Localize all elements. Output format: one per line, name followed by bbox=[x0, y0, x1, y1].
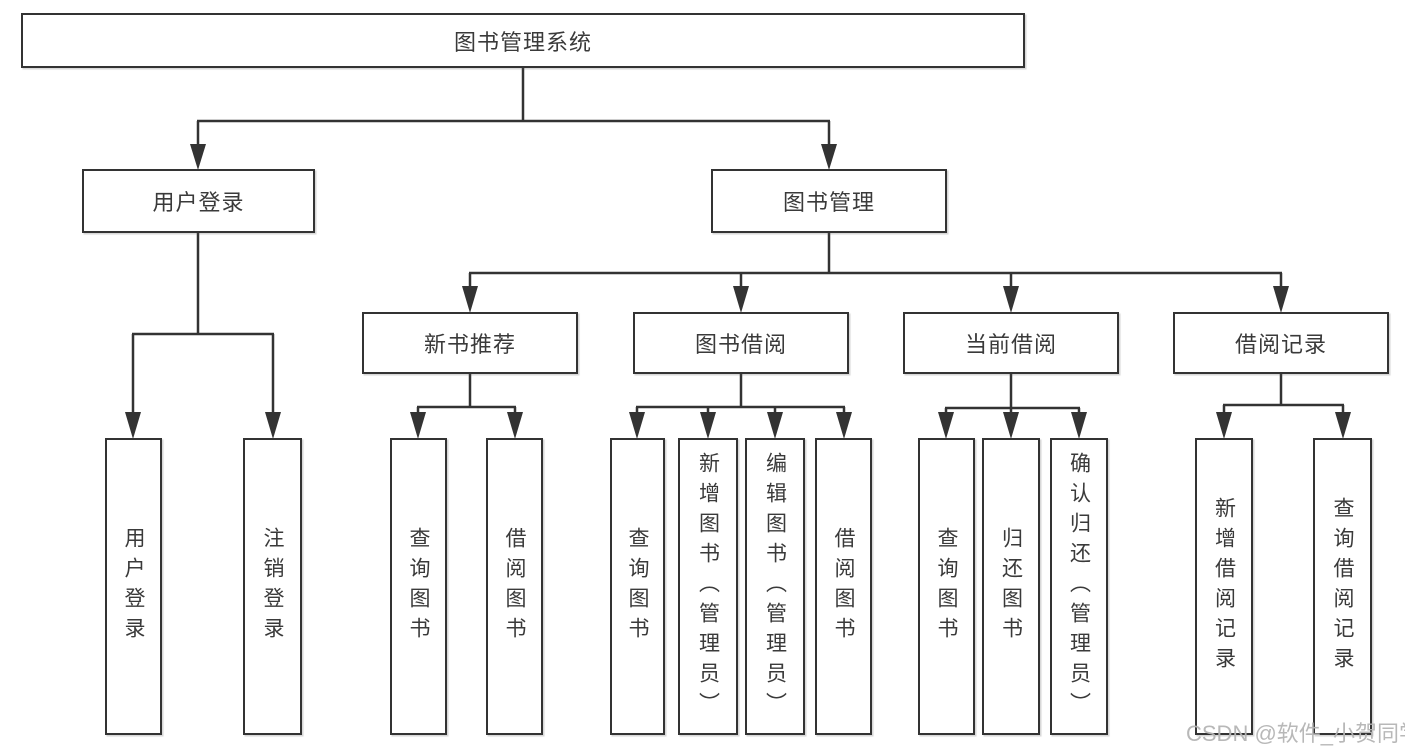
leaf-add-books-admin: 新增图书（管理员） bbox=[678, 438, 738, 735]
arrowhead-icon bbox=[836, 412, 852, 439]
leaf-borrow-books-recommend: 借阅图书 bbox=[486, 438, 543, 735]
leaf-return-books: 归还图书 bbox=[982, 438, 1040, 735]
arrowhead-icon bbox=[190, 144, 206, 170]
connector-book-management-to-level3 bbox=[468, 233, 1283, 288]
arrowhead-icon bbox=[1071, 412, 1087, 439]
connector-user-login-to-leaves bbox=[131, 233, 275, 414]
leaf-user-login: 用户登录 bbox=[105, 438, 162, 735]
arrowhead-icon bbox=[410, 412, 426, 439]
node-book-borrowing: 图书借阅 bbox=[633, 312, 849, 374]
csdn-watermark: CSDN @软件_小贺同学 bbox=[1186, 721, 1405, 746]
arrowhead-icon bbox=[1335, 412, 1351, 439]
connector-new-book-recommend-to-leaves bbox=[416, 374, 517, 414]
arrowhead-icon bbox=[125, 412, 141, 439]
arrowhead-icon bbox=[733, 286, 749, 313]
connector-book-borrowing-to-leaves bbox=[635, 374, 846, 414]
arrowhead-icon bbox=[1003, 286, 1019, 313]
arrowhead-icon bbox=[507, 412, 523, 439]
arrowhead-icon bbox=[700, 412, 716, 439]
leaf-query-books-borrowing: 查询图书 bbox=[610, 438, 665, 735]
node-borrow-records: 借阅记录 bbox=[1173, 312, 1389, 374]
arrowhead-icon bbox=[1273, 286, 1289, 313]
node-current-borrowing: 当前借阅 bbox=[903, 312, 1119, 374]
node-new-book-recommend: 新书推荐 bbox=[362, 312, 578, 374]
node-book-management: 图书管理 bbox=[711, 169, 947, 233]
leaf-query-books-recommend: 查询图书 bbox=[390, 438, 447, 735]
arrowhead-icon bbox=[767, 412, 783, 439]
leaf-logout: 注销登录 bbox=[243, 438, 302, 735]
arrowhead-icon bbox=[629, 412, 645, 439]
leaf-confirm-return-admin: 确认归还（管理员） bbox=[1050, 438, 1108, 735]
arrowhead-icon bbox=[1003, 412, 1019, 439]
connector-current-borrowing-to-leaves bbox=[944, 374, 1081, 414]
leaf-edit-books-admin: 编辑图书（管理员） bbox=[745, 438, 805, 735]
leaf-query-books-current: 查询图书 bbox=[918, 438, 975, 735]
arrowhead-icon bbox=[462, 286, 478, 313]
arrowhead-icon bbox=[265, 412, 281, 439]
node-root: 图书管理系统 bbox=[21, 13, 1025, 68]
leaf-borrow-books-borrowing: 借阅图书 bbox=[815, 438, 872, 735]
arrowhead-icon bbox=[821, 144, 837, 170]
leaf-query-borrow-record: 查询借阅记录 bbox=[1313, 438, 1372, 735]
arrowhead-icon bbox=[938, 412, 954, 439]
connector-borrow-records-to-leaves bbox=[1222, 374, 1345, 414]
leaf-add-borrow-record: 新增借阅记录 bbox=[1195, 438, 1253, 735]
arrowhead-icons bbox=[125, 144, 1351, 439]
arrowhead-icon bbox=[1216, 412, 1232, 439]
connector-root-to-level2 bbox=[196, 68, 831, 146]
node-user-login: 用户登录 bbox=[82, 169, 315, 233]
